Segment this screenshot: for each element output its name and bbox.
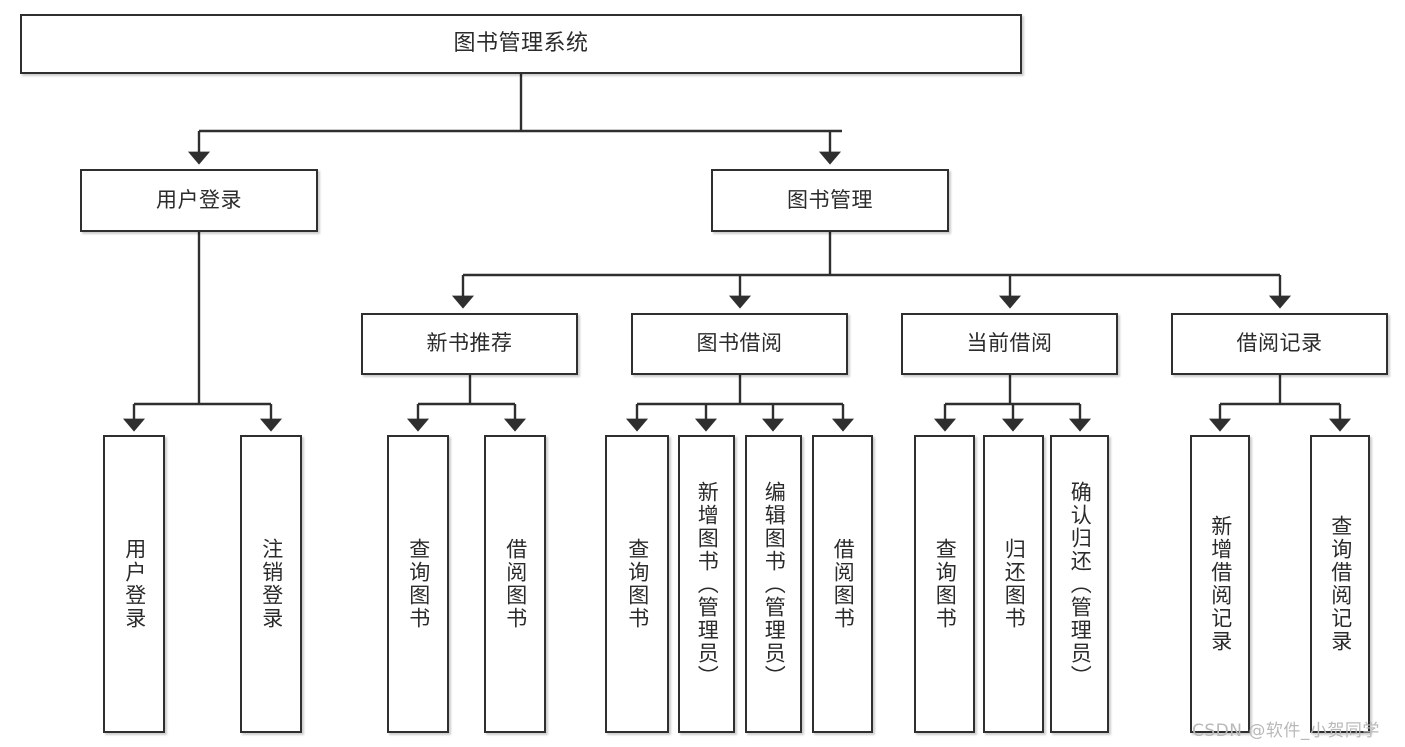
node-label: 用户登录 xyxy=(122,538,147,630)
node-book-management[interactable]: 图书管理 xyxy=(711,169,949,232)
node-label: 图书管理 xyxy=(787,187,873,212)
node-label: 当前借阅 xyxy=(966,331,1053,356)
node-label: 新书推荐 xyxy=(426,331,513,356)
node-label: 查询借阅记录 xyxy=(1328,515,1353,653)
node-label: 用户登录 xyxy=(156,187,242,212)
node-label: 借阅图书 xyxy=(831,538,856,630)
node-label: 借阅图书 xyxy=(503,538,528,630)
node-label: 新增借阅记录 xyxy=(1208,515,1233,653)
node-label: 编辑图书（管理员） xyxy=(762,480,787,688)
node-label: 图书管理系统 xyxy=(453,30,589,56)
leaf-return-book[interactable]: 归还图书 xyxy=(983,435,1044,733)
leaf-add-borrow-record[interactable]: 新增借阅记录 xyxy=(1190,435,1250,733)
node-label: 查询图书 xyxy=(625,538,650,630)
leaf-query-books-recommend[interactable]: 查询图书 xyxy=(387,435,449,733)
watermark-text: CSDN @软件_小贺同学 xyxy=(1192,721,1380,741)
node-current-borrow[interactable]: 当前借阅 xyxy=(901,313,1118,375)
leaf-edit-book-admin[interactable]: 编辑图书（管理员） xyxy=(745,435,802,733)
leaf-confirm-return-admin[interactable]: 确认归还（管理员） xyxy=(1050,435,1109,733)
node-user-login[interactable]: 用户登录 xyxy=(80,169,318,232)
node-new-book-recommend[interactable]: 新书推荐 xyxy=(361,313,578,375)
leaf-user-login[interactable]: 用户登录 xyxy=(103,435,165,733)
leaf-query-books-current[interactable]: 查询图书 xyxy=(914,435,975,733)
node-label: 新增图书（管理员） xyxy=(695,480,720,688)
node-label: 查询图书 xyxy=(406,538,431,630)
node-borrow-records[interactable]: 借阅记录 xyxy=(1171,313,1388,375)
leaf-query-books-borrow[interactable]: 查询图书 xyxy=(605,435,669,733)
leaf-query-borrow-record[interactable]: 查询借阅记录 xyxy=(1310,435,1370,733)
node-label: 注销登录 xyxy=(259,538,284,630)
node-label: 查询图书 xyxy=(933,538,958,630)
leaf-borrow-books-recommend[interactable]: 借阅图书 xyxy=(484,435,546,733)
node-label: 图书借阅 xyxy=(696,331,783,356)
node-root[interactable]: 图书管理系统 xyxy=(20,14,1022,74)
leaf-add-book-admin[interactable]: 新增图书（管理员） xyxy=(678,435,735,733)
leaf-borrow-book[interactable]: 借阅图书 xyxy=(812,435,873,733)
node-label: 借阅记录 xyxy=(1236,331,1323,356)
leaf-logout[interactable]: 注销登录 xyxy=(240,435,302,733)
node-book-borrow[interactable]: 图书借阅 xyxy=(631,313,848,375)
node-label: 确认归还（管理员） xyxy=(1068,480,1093,688)
node-label: 归还图书 xyxy=(1002,538,1027,630)
